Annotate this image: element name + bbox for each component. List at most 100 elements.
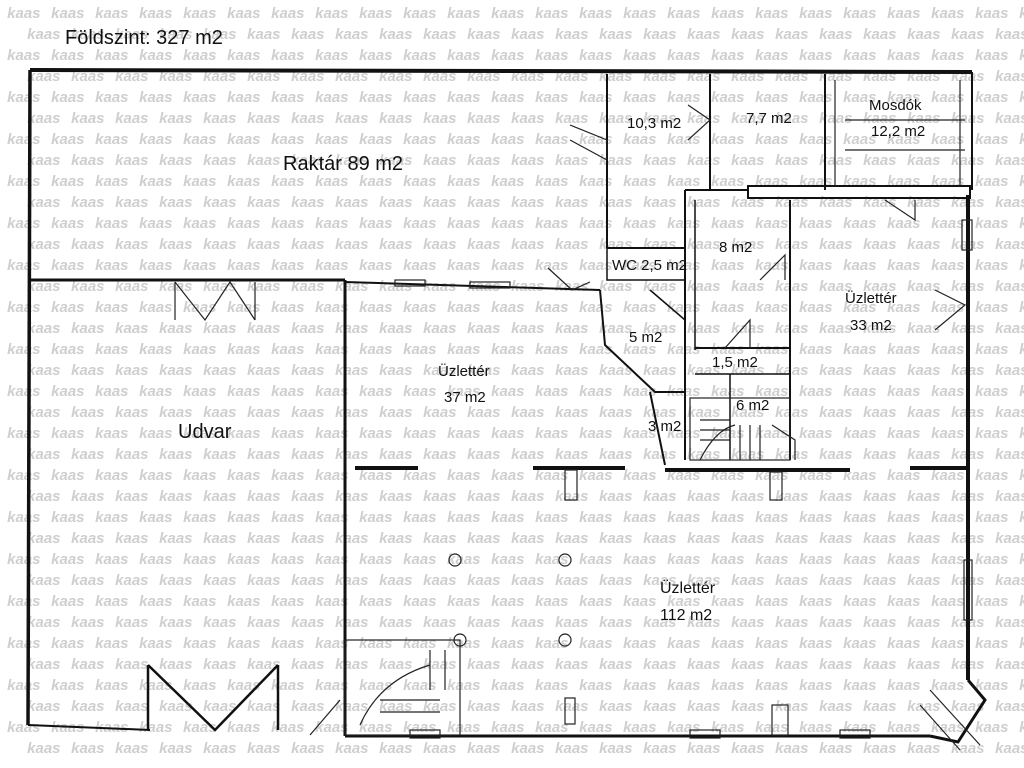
watermark-text: kaas [843,173,876,190]
watermark-text: kaas [447,383,480,400]
watermark-text: kaas [423,740,456,757]
watermark-text: kaas [7,341,40,358]
watermark-text: kaas [183,509,216,526]
watermark-text: kaas [247,404,280,421]
watermark-text: kaas [379,26,412,43]
watermark-text: kaas [291,320,324,337]
watermark-text: kaas [159,656,192,673]
watermark-text: kaas [711,215,744,232]
watermark-text: kaas [423,530,456,547]
watermark-text: kaas [711,509,744,526]
watermark-text: kaas [183,131,216,148]
watermark-text: kaas [863,656,896,673]
watermark-text: kaas [535,719,568,736]
watermark-text: kaas [687,698,720,715]
watermark-text: kaas [115,194,148,211]
watermark-text: kaas [579,47,612,64]
watermark-text: kaas [819,194,852,211]
watermark-text: kaas [975,551,1008,568]
watermark-text: kaas [27,278,60,295]
watermark-text: kaas [159,614,192,631]
watermark-text: kaas [359,341,392,358]
watermark-text: kaas [755,593,788,610]
watermark-text: kaas [95,5,128,22]
watermark-text: kaas [887,593,920,610]
label-room-3: 3 m2 [648,418,681,435]
watermark-text: kaas [819,698,852,715]
watermark-text: kaas [291,152,324,169]
watermark-text: kaas [995,698,1024,715]
watermark-text: kaas [51,341,84,358]
watermark-text: kaas [95,341,128,358]
watermark-text: kaas [271,47,304,64]
label-mosdok-name: Mosdók [869,97,922,114]
watermark-text: kaas [623,341,656,358]
watermark-text: kaas [71,698,104,715]
watermark-text: kaas [643,362,676,379]
watermark-text: kaas [775,110,808,127]
watermark-text: kaas [975,593,1008,610]
watermark-text: kaas [7,89,40,106]
watermark-text: kaas [1019,341,1024,358]
watermark-text: kaas [863,614,896,631]
watermark-text: kaas [115,236,148,253]
mosdok-south-wall [747,185,971,199]
watermark-text: kaas [491,635,524,652]
watermark-text: kaas [71,404,104,421]
watermark-text: kaas [535,299,568,316]
watermark-text: kaas [643,530,676,547]
watermark-text: kaas [863,236,896,253]
watermark-text: kaas [887,89,920,106]
watermark-text: kaas [27,236,60,253]
watermark-text: kaas [115,614,148,631]
watermark-text: kaas [115,404,148,421]
watermark-text: kaas [159,530,192,547]
stair-curve [699,424,736,461]
watermark-text: kaas [579,719,612,736]
watermark-text: kaas [799,5,832,22]
south-window [839,729,871,739]
watermark-text: kaas [863,404,896,421]
watermark-text: kaas [887,5,920,22]
watermark-text: kaas [291,110,324,127]
watermark-text: kaas [819,236,852,253]
lower-staircase [309,639,461,736]
label-mosdok-area: 12,2 m2 [871,123,925,140]
watermark-text: kaas [623,509,656,526]
watermark-text: kaas [863,446,896,463]
watermark-text: kaas [799,341,832,358]
watermark-text: kaas [403,551,436,568]
watermark-text: kaas [447,173,480,190]
watermark-text: kaas [599,572,632,589]
watermark-text: kaas [159,740,192,757]
watermark-text: kaas [623,5,656,22]
watermark-text: kaas [7,383,40,400]
watermark-text: kaas [643,740,676,757]
watermark-text: kaas [975,341,1008,358]
watermark-text: kaas [203,446,236,463]
watermark-text: kaas [227,5,260,22]
watermark-text: kaas [643,488,676,505]
watermark-text: kaas [843,593,876,610]
watermark-text: kaas [799,635,832,652]
watermark-text: kaas [403,383,436,400]
watermark-text: kaas [711,299,744,316]
watermark-text: kaas [183,383,216,400]
watermark-text: kaas [819,530,852,547]
watermark-text: kaas [51,173,84,190]
watermark-text: kaas [491,89,524,106]
watermark-text: kaas [535,383,568,400]
watermark-text: kaas [1019,467,1024,484]
watermark-text: kaas [447,509,480,526]
watermark-text: kaas [7,5,40,22]
watermark-text: kaas [555,152,588,169]
watermark-text: kaas [423,404,456,421]
south-window [409,729,441,739]
watermark-text: kaas [247,656,280,673]
watermark-text: kaas [623,215,656,232]
watermark-text: kaas [27,194,60,211]
watermark-text: kaas [271,551,304,568]
watermark-text: kaas [1019,299,1024,316]
watermark-text: kaas [315,719,348,736]
watermark-text: kaas [887,341,920,358]
